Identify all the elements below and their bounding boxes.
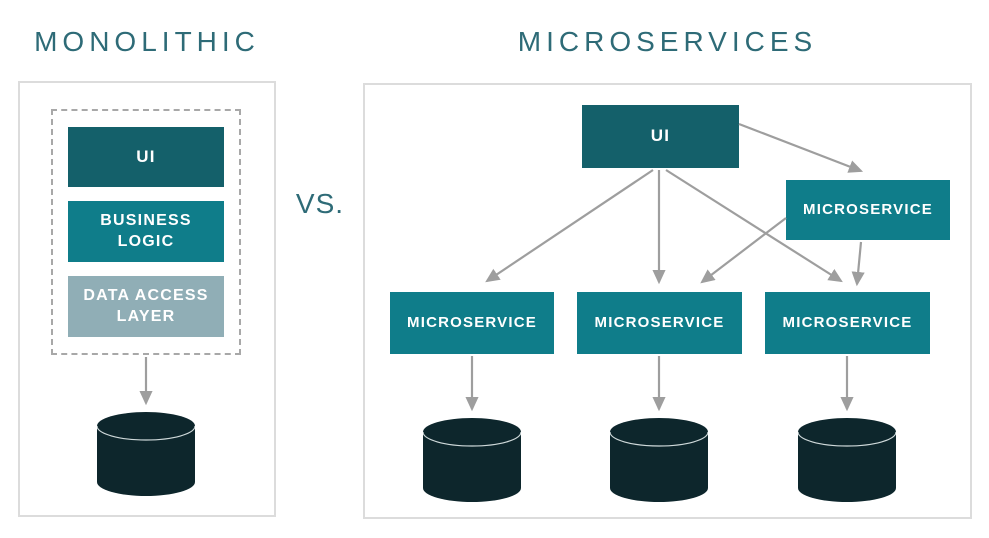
arrow-microservice-top-to-microservice-3 <box>851 241 865 287</box>
microservice-box-3: MICROSERVICE <box>765 292 930 354</box>
database-cylinder-icon <box>97 412 195 496</box>
microservices-ui-box: UI <box>582 105 739 168</box>
monolith-ui-layer: UI <box>68 127 224 187</box>
arrow-ui-to-microservice-3 <box>665 169 843 283</box>
versus-label: VS. <box>295 188 345 219</box>
microservice-box-top: MICROSERVICE <box>786 180 950 240</box>
arrow-ui-to-microservice-top <box>738 122 864 173</box>
database-cylinder-icon <box>610 418 708 502</box>
arrow-microservice-top-to-microservice-2 <box>700 217 787 284</box>
database-cylinder-icon <box>798 418 896 502</box>
monolith-data-access-layer: DATA ACCESS LAYER <box>68 276 224 337</box>
monolith-boundary-dashed-box <box>51 109 241 355</box>
microservice-box-1: MICROSERVICE <box>390 292 554 354</box>
monolithic-title: MONOLITHIC <box>34 26 260 57</box>
microservices-title: MICROSERVICES <box>517 26 818 57</box>
database-cylinder-icon <box>423 418 521 502</box>
microservice-box-2: MICROSERVICE <box>577 292 742 354</box>
arrow-ui-to-microservice-1 <box>485 169 654 283</box>
monolith-business-logic-layer: BUSINESS LOGIC <box>68 201 224 262</box>
